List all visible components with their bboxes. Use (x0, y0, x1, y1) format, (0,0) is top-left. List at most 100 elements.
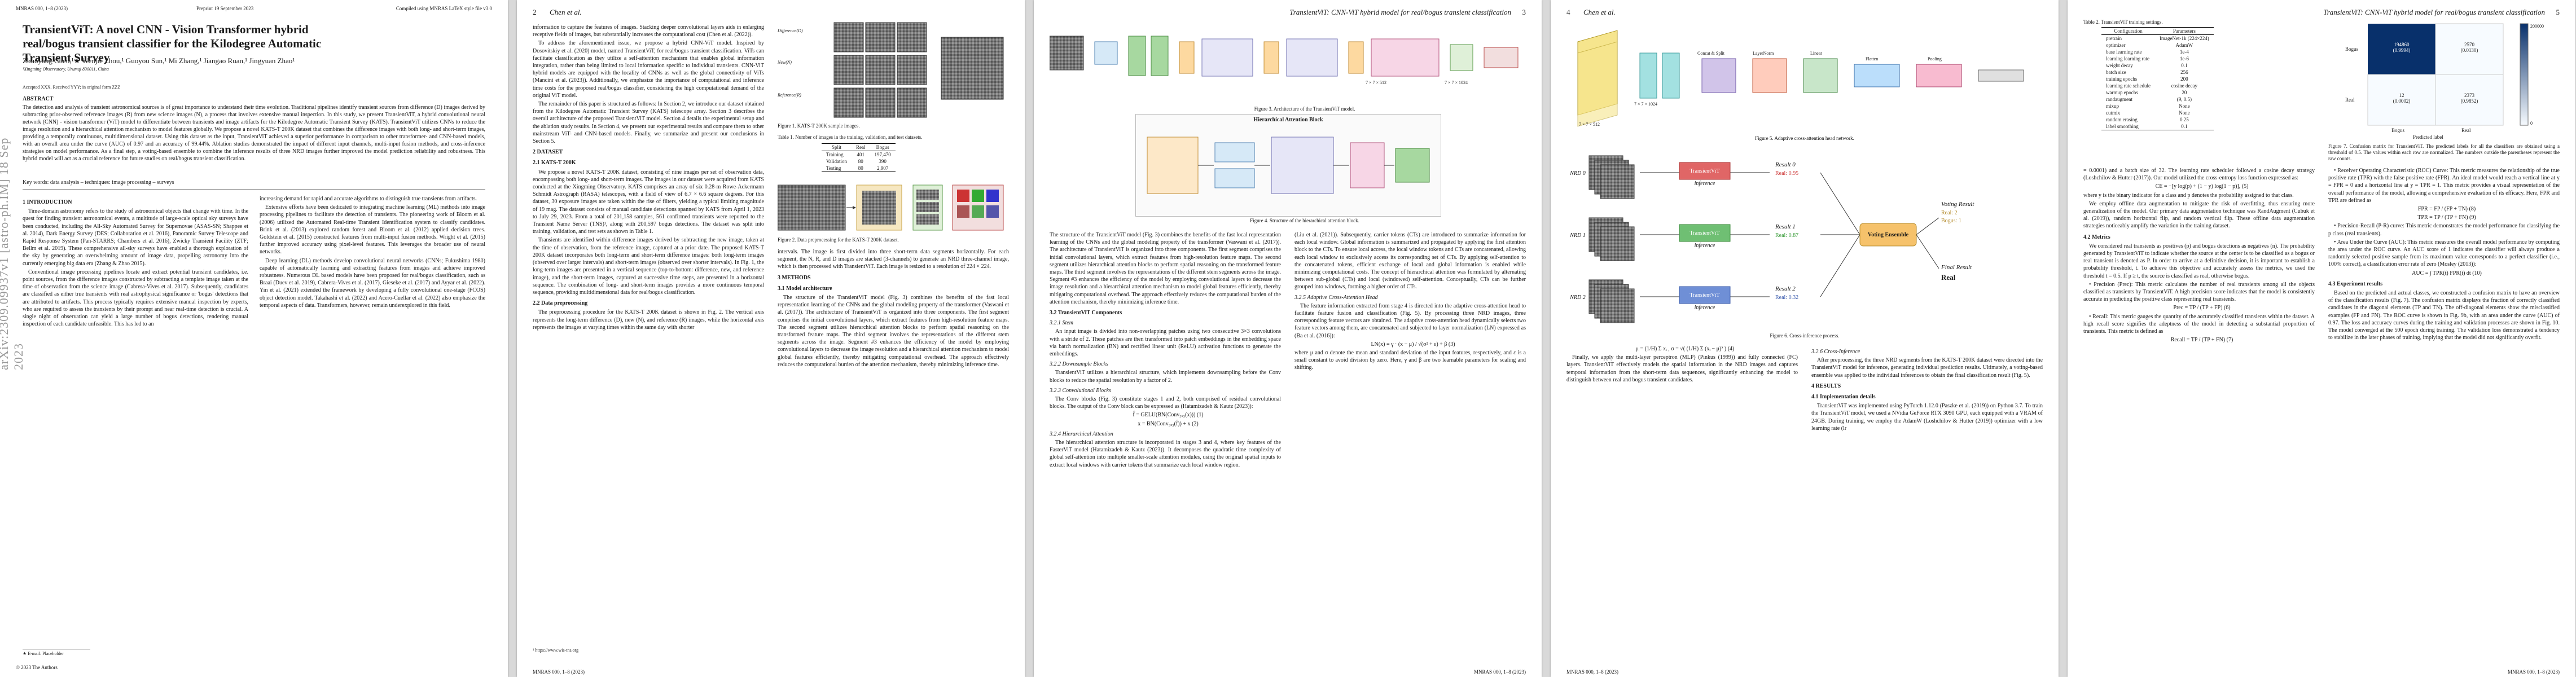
style-note: Compiled using MNRAS LaTeX style file v3… (396, 6, 492, 11)
table-cell: 0.25 (2180, 117, 2189, 122)
result-value: Real: 0.95 (1775, 170, 1799, 177)
author-list: Zhuoyang Chen,¹★ Wenjie Zhou,¹ Guoyou Su… (23, 56, 295, 65)
figure-5: 7 × 7 × 512 7 × 7 × 1024 Concat & Split … (1566, 19, 2043, 132)
abstract-heading: ABSTRACT (23, 96, 54, 102)
table-cell: Testing (826, 165, 841, 171)
paragraph: The structure of the TransientViT model … (778, 294, 1009, 368)
subsubsection-heading: 3.2.4 Hierarchical Attention (1050, 430, 1113, 437)
equation-9: TPR = TP / (TP + FN) (9) (2417, 214, 2476, 221)
sample-image (897, 55, 927, 85)
paragraph: • Precision-Recall (P-R) curve: This met… (2328, 223, 2560, 237)
cross-attention-head-diagram (1577, 30, 2024, 127)
table-cell: 80 (858, 165, 863, 171)
subsection-heading: 2.2 Data preprocessing (533, 300, 588, 307)
nrd-input-label: NRD 2 (1570, 294, 1586, 301)
tensor-label: 7 × 7 × 1024 (1634, 102, 1658, 107)
preprint-header: MNRAS 000, 1–8 (2023) Preprint 19 Septem… (16, 6, 492, 14)
page-footer: MNRAS 000, 1–8 (2023) (533, 669, 585, 675)
subsubsection-heading: 3.2.6 Cross-Inference (1811, 349, 1860, 355)
column-left: = 0.0001) and a batch size of 32. The le… (2083, 167, 2315, 647)
table-cell: label smoothing (2106, 124, 2139, 129)
subsubsection-heading: 3.2.2 Downsample Blocks (1050, 361, 1108, 368)
equation-6: Prec = TP / (TP + FP) (6) (2173, 305, 2231, 311)
table-cell: randaugment (2106, 96, 2132, 102)
table-cell: ImageNet-1k (224×224) (2159, 36, 2209, 41)
cm-cell: 12 (0.0002) (2393, 93, 2411, 104)
paragraph: where μ and σ denote the mean and standa… (1294, 350, 1526, 371)
page-3: TransientViT: CNN-ViT hybrid model for r… (1034, 0, 1542, 677)
paragraph: We considered real transients as positiv… (2083, 243, 2315, 279)
equation-1: f̂ = GELU(BN(Conv₃ₓ₃(x))) (1) (1133, 412, 1204, 419)
paragraph: To address the aforementioned issue, we … (533, 40, 764, 99)
block-label: Concat & Split (1697, 51, 1724, 56)
journal-ref: MNRAS 000, 1–8 (2023) (16, 6, 68, 11)
table-cell: 80 (858, 159, 863, 164)
subsection-heading: 4.2 Metrics (2083, 234, 2110, 240)
affiliation: ¹Xingming Observatory, Urumqi 830011, Ch… (23, 67, 109, 72)
table-header-cell: Real (856, 144, 866, 150)
cm-xlabel: Predicted label (2413, 134, 2443, 140)
table-header-cell: Bogus (876, 144, 889, 150)
result-value: Real: 0.87 (1775, 232, 1799, 239)
paragraph: An input image is divided into non-overl… (1050, 328, 1281, 358)
paragraph: Transients are identified within differe… (533, 237, 764, 296)
colorbar-tick: 0 (2530, 121, 2533, 126)
page-number: 3 (1522, 8, 1526, 16)
figure-7-caption: Figure 7. Confusion matrix for Transient… (2328, 143, 2560, 161)
section-heading: 4 RESULTS (1811, 383, 1841, 389)
figure-label: Reference(R) (778, 93, 801, 98)
figure-4: Hierarchical Attention Block (1135, 114, 1441, 217)
paragraph: The remainder of this paper is structure… (533, 101, 764, 145)
tensor-label: 7 × 7 × 512 (1579, 122, 1600, 127)
abstract-text: The detection and analysis of transient … (23, 104, 485, 162)
model-box: TransientViT (1689, 230, 1720, 236)
figure-6: NRD 0 NRD 1 NRD 2 TransientViT Transient… (1566, 144, 2043, 331)
table-cell: None (2179, 103, 2190, 109)
table-cell: Training (826, 152, 844, 157)
paragraph: • Recall: This metric gauges the quantit… (2083, 313, 2315, 335)
final-result-value: Real (1941, 273, 1956, 282)
column-right: • Receiver Operating Characteristic (ROC… (2328, 167, 2560, 647)
paper-title: TransientViT: A novel CNN - Vision Trans… (23, 23, 322, 64)
table-cell: warmup epochs (2106, 90, 2138, 95)
table-cell: batch size (2106, 69, 2126, 75)
equation-2: x = BN(Conv₃ₓ₃(f̂)) + x (2) (1138, 420, 1199, 427)
sample-image (865, 87, 896, 118)
cm-cell: 2570 (0.0130) (2460, 42, 2478, 53)
table-cell: learning rate schedule (2106, 83, 2151, 89)
preprint-date: Preprint 19 September 2023 (196, 6, 254, 11)
table-header-cell: Parameters (2173, 28, 2196, 34)
table-cell: pretrain (2106, 36, 2122, 41)
figure-3-caption: Figure 3. Architecture of the TransientV… (1254, 106, 1355, 112)
footnote: ¹ https://www.wis-tns.org (533, 648, 579, 653)
sample-image (833, 22, 864, 52)
sample-image (833, 55, 864, 85)
colorbar-tick: 200000 (2530, 24, 2544, 29)
table-cell: 0.1 (2181, 63, 2188, 68)
inference-label: inference (1694, 243, 1715, 249)
paragraph: Based on the predicted and actual classe… (2328, 290, 2560, 341)
equation-7: Recall = TP / (TP + FN) (7) (2170, 337, 2233, 344)
subsection-heading: 2.1 KATS-T 200K (533, 160, 576, 166)
paragraph: Conventional image processing pipelines … (23, 269, 248, 328)
column-left: 1 INTRODUCTION Time-domain astronomy ref… (23, 195, 248, 641)
page-footer: MNRAS 000, 1–8 (2023) (1473, 669, 1526, 675)
figure-1: Difference(D) New(N) Reference(R) (778, 20, 1009, 122)
paragraph: The hierarchical attention structure is … (1050, 439, 1281, 468)
column-right: intervals. The image is first divided in… (778, 248, 1009, 643)
subsection-heading: 4.1 Implementation details (1811, 394, 1876, 401)
paragraph: (Liu et al. (2021)). Subsequently, carri… (1294, 232, 1526, 291)
paragraph: = 0.0001) and a batch size of 32. The le… (2083, 168, 2315, 182)
paragraph: • Receiver Operating Characteristic (ROC… (2328, 168, 2560, 204)
sample-image (865, 55, 896, 85)
page-5: TransientViT: CNN-ViT hybrid model for r… (2068, 0, 2575, 677)
voting-result-line: Real: 2 (1941, 210, 1958, 216)
